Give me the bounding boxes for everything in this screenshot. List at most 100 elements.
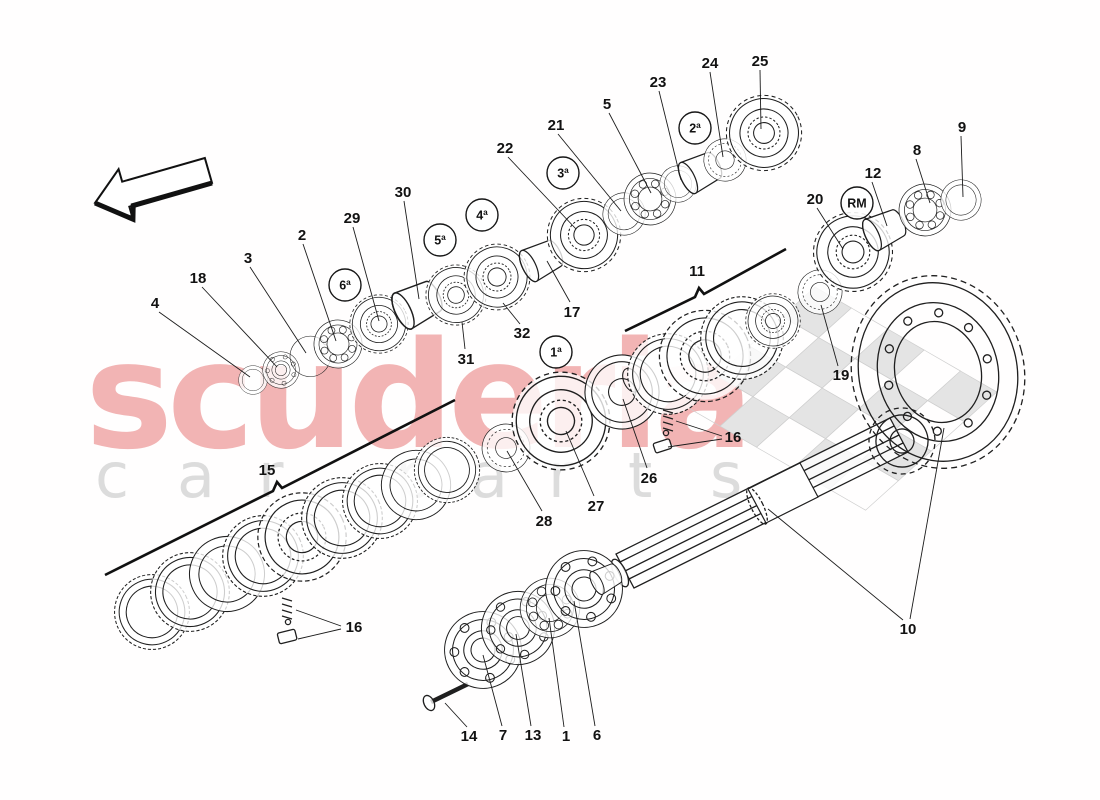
- leader-line: [960, 135, 964, 198]
- badge-label-RM: RM: [847, 197, 866, 211]
- part-label-15: 15: [259, 462, 276, 479]
- badge-label-2ª: 2ª: [689, 122, 701, 136]
- leader-line: [482, 654, 503, 727]
- part-label-11: 11: [689, 263, 705, 280]
- part-label-9: 9: [958, 119, 966, 136]
- part-label-14: 14: [461, 728, 478, 745]
- leader-line: [295, 609, 342, 627]
- part-label-22: 22: [497, 140, 514, 157]
- part-label-25: 25: [752, 53, 769, 70]
- part-label-7: 7: [499, 727, 507, 744]
- detent-parts-right: [652, 409, 674, 454]
- leader-line: [816, 207, 844, 250]
- part-label-16: 16: [725, 429, 742, 446]
- leader-line: [302, 243, 337, 342]
- leader-line: [201, 286, 278, 368]
- part-label-2: 2: [298, 227, 306, 244]
- leader-line: [297, 628, 342, 640]
- part-label-21: 21: [548, 117, 565, 134]
- badge-circle: [465, 198, 499, 232]
- pinion-gear: [868, 407, 936, 475]
- leader-line: [557, 133, 622, 212]
- leader-line: [249, 266, 307, 354]
- leader-line: [871, 181, 888, 227]
- part-label-17: 17: [564, 304, 581, 321]
- watermark-letter: t: [628, 439, 652, 512]
- part-label-4: 4: [151, 295, 160, 312]
- leader-line: [658, 90, 682, 181]
- detent-parts-left: [276, 597, 298, 645]
- leader-line: [667, 438, 723, 448]
- badge-label-1ª: 1ª: [550, 346, 562, 360]
- leader-line: [622, 398, 648, 469]
- leader-line: [709, 71, 724, 158]
- leader-line: [506, 450, 543, 512]
- gear-position-badges: 1ª 2ª 3ª 4ª 5ª 6ª RM: [328, 111, 874, 369]
- part-label-28: 28: [536, 513, 553, 530]
- leader-line: [767, 508, 904, 621]
- part-label-3: 3: [244, 250, 252, 267]
- watermark-letter: a: [177, 439, 215, 512]
- leader-line: [548, 617, 565, 728]
- part-label-5: 5: [603, 96, 611, 113]
- part-label-30: 30: [395, 184, 412, 201]
- badge-circle: [678, 111, 712, 145]
- leader-line: [546, 260, 571, 303]
- watermark-letter: r: [258, 439, 284, 512]
- badge-label-3ª: 3ª: [557, 167, 569, 181]
- watermark-letter: c: [95, 439, 129, 512]
- part-14-bolt: [422, 694, 436, 712]
- part-label-10: 10: [900, 621, 917, 638]
- leader-line: [675, 420, 723, 437]
- part-label-24: 24: [702, 55, 719, 72]
- direction-arrow-icon: [93, 156, 214, 223]
- crown-wheel: [850, 275, 1026, 469]
- badge-circle: [423, 223, 457, 257]
- part-label-18: 18: [190, 270, 207, 287]
- part-label-8: 8: [913, 142, 921, 159]
- leader-line: [444, 702, 468, 728]
- part-label-6: 6: [593, 727, 601, 744]
- badge-circle: [539, 335, 573, 369]
- checker-cell: [854, 328, 925, 380]
- badge-circle: [546, 156, 580, 190]
- part-label-19: 19: [833, 367, 850, 384]
- part-label-20: 20: [807, 191, 824, 208]
- leader-line: [502, 302, 521, 325]
- badge-label-4ª: 4ª: [476, 209, 488, 223]
- leader-line: [461, 321, 466, 350]
- badge-label-5ª: 5ª: [434, 234, 446, 248]
- part-label-13: 13: [525, 727, 542, 744]
- leader-line: [565, 430, 595, 497]
- leader-line: [759, 69, 762, 130]
- part-label-1: 1: [562, 728, 570, 745]
- leader-line: [507, 156, 577, 230]
- badge-label-6ª: 6ª: [339, 279, 351, 293]
- leader-line: [608, 112, 652, 194]
- flange-group: [422, 536, 637, 712]
- leader-line: [573, 600, 596, 727]
- part-label-27: 27: [588, 498, 605, 515]
- leader-line: [915, 158, 931, 204]
- part-label-29: 29: [344, 210, 361, 227]
- part-label-31: 31: [458, 351, 475, 368]
- leader-line: [515, 633, 532, 727]
- badge-circle: [328, 268, 362, 302]
- part-label-26: 26: [641, 470, 658, 487]
- part-label-16: 16: [346, 619, 363, 636]
- badge-circle: [840, 186, 874, 220]
- leader-line: [352, 226, 380, 322]
- leader-line: [820, 304, 839, 367]
- bracket-line-15: [104, 398, 456, 577]
- pinion-shaft-assembly: [610, 275, 1026, 589]
- checker-cell: [788, 387, 860, 440]
- bracket-line-11: [624, 247, 787, 333]
- callout-labels: 1234567891011121314151616171819202122232…: [151, 53, 966, 745]
- leader-line: [158, 311, 251, 378]
- checker-cell: [927, 370, 998, 422]
- leader-line: [909, 427, 945, 620]
- part-label-32: 32: [514, 325, 531, 342]
- leader-line: [403, 200, 420, 300]
